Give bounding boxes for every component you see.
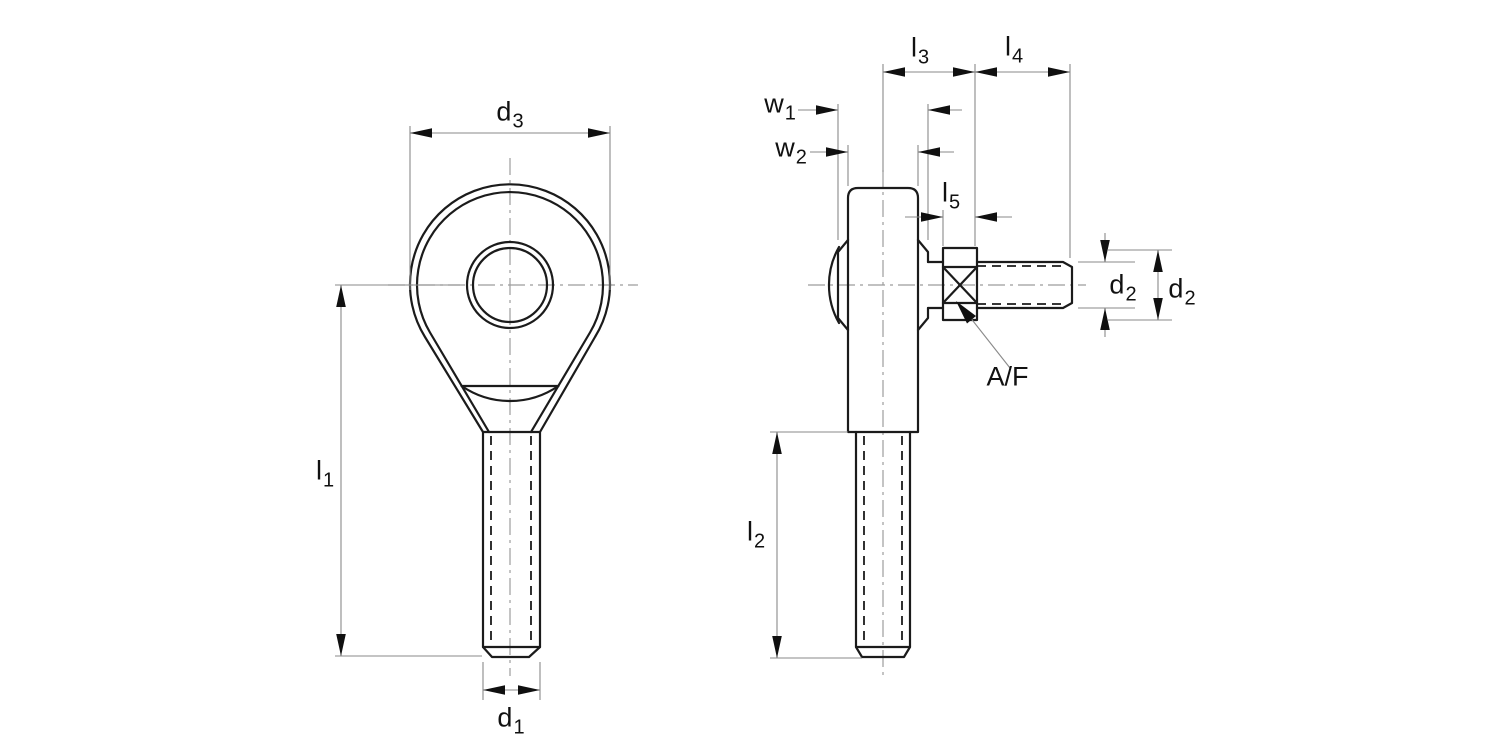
arrowhead xyxy=(1153,250,1163,272)
dimensions xyxy=(335,64,1172,700)
ball-flat-right-top xyxy=(916,238,930,264)
front-bore-outer-circle xyxy=(465,240,555,330)
arrowhead xyxy=(410,128,432,138)
label-d1: d1 xyxy=(497,702,525,739)
dim-l3 xyxy=(882,64,976,246)
arrowhead xyxy=(956,301,976,324)
dim-d1 xyxy=(482,662,541,700)
dim-d3 xyxy=(409,126,611,290)
label-d2-thread: d2 xyxy=(1109,269,1137,306)
dim-l5 xyxy=(905,210,1012,246)
arrowhead xyxy=(772,432,782,454)
label-w1: w1 xyxy=(764,88,796,125)
arrowhead xyxy=(826,147,848,157)
dim-w2 xyxy=(810,145,954,186)
arrowhead xyxy=(921,212,943,222)
leader-af xyxy=(956,301,1011,369)
side-view xyxy=(808,170,1086,680)
front-view xyxy=(388,158,638,676)
front-outer-contour xyxy=(408,183,612,659)
arrowhead xyxy=(336,634,346,656)
front-bore-inner-circle xyxy=(471,246,549,324)
label-l5: l5 xyxy=(941,177,961,214)
dim-d2-outer xyxy=(1108,249,1172,321)
dim-d2-thread xyxy=(1078,233,1135,337)
label-af: A/F xyxy=(986,361,1029,392)
arrowhead xyxy=(883,67,905,77)
arrowhead xyxy=(953,67,975,77)
dim-l4 xyxy=(975,64,1071,258)
arrowhead xyxy=(772,636,782,658)
arrowhead xyxy=(1153,298,1163,320)
arrowhead xyxy=(918,147,940,157)
stud-hex-cross xyxy=(941,265,979,305)
label-d2-outer: d2 xyxy=(1168,273,1196,310)
label-l4: l4 xyxy=(1004,31,1024,68)
dim-w1 xyxy=(798,104,962,240)
arrowhead xyxy=(588,128,610,138)
ball-flat-right-bottom xyxy=(916,306,930,332)
stud-hex-outline xyxy=(941,246,979,322)
side-shank xyxy=(854,430,912,659)
arrowhead xyxy=(483,685,505,695)
ball-flat-left xyxy=(836,238,850,332)
arrowhead xyxy=(1048,67,1070,77)
label-l1: l1 xyxy=(315,455,335,492)
label-w2: w2 xyxy=(775,132,807,169)
label-l3: l3 xyxy=(910,32,930,69)
front-inner-contour xyxy=(415,191,605,434)
arrowhead xyxy=(975,212,997,222)
arrowhead xyxy=(975,67,997,77)
arrowhead xyxy=(1100,240,1110,262)
front-opening-arc xyxy=(460,384,560,403)
ball-sphere-arc xyxy=(827,245,841,325)
arrowhead xyxy=(928,105,950,115)
stud-hex-flat-band xyxy=(941,265,979,305)
arrowhead xyxy=(336,285,346,307)
dim-l2 xyxy=(770,431,862,659)
stud-thread-outline xyxy=(975,260,1074,310)
arrowhead xyxy=(1100,308,1110,330)
arrowhead xyxy=(518,685,540,695)
label-l2: l2 xyxy=(746,516,766,553)
dim-l1 xyxy=(335,284,482,657)
arrowhead xyxy=(816,105,838,115)
side-body xyxy=(846,186,920,434)
label-d3: d3 xyxy=(496,96,524,133)
